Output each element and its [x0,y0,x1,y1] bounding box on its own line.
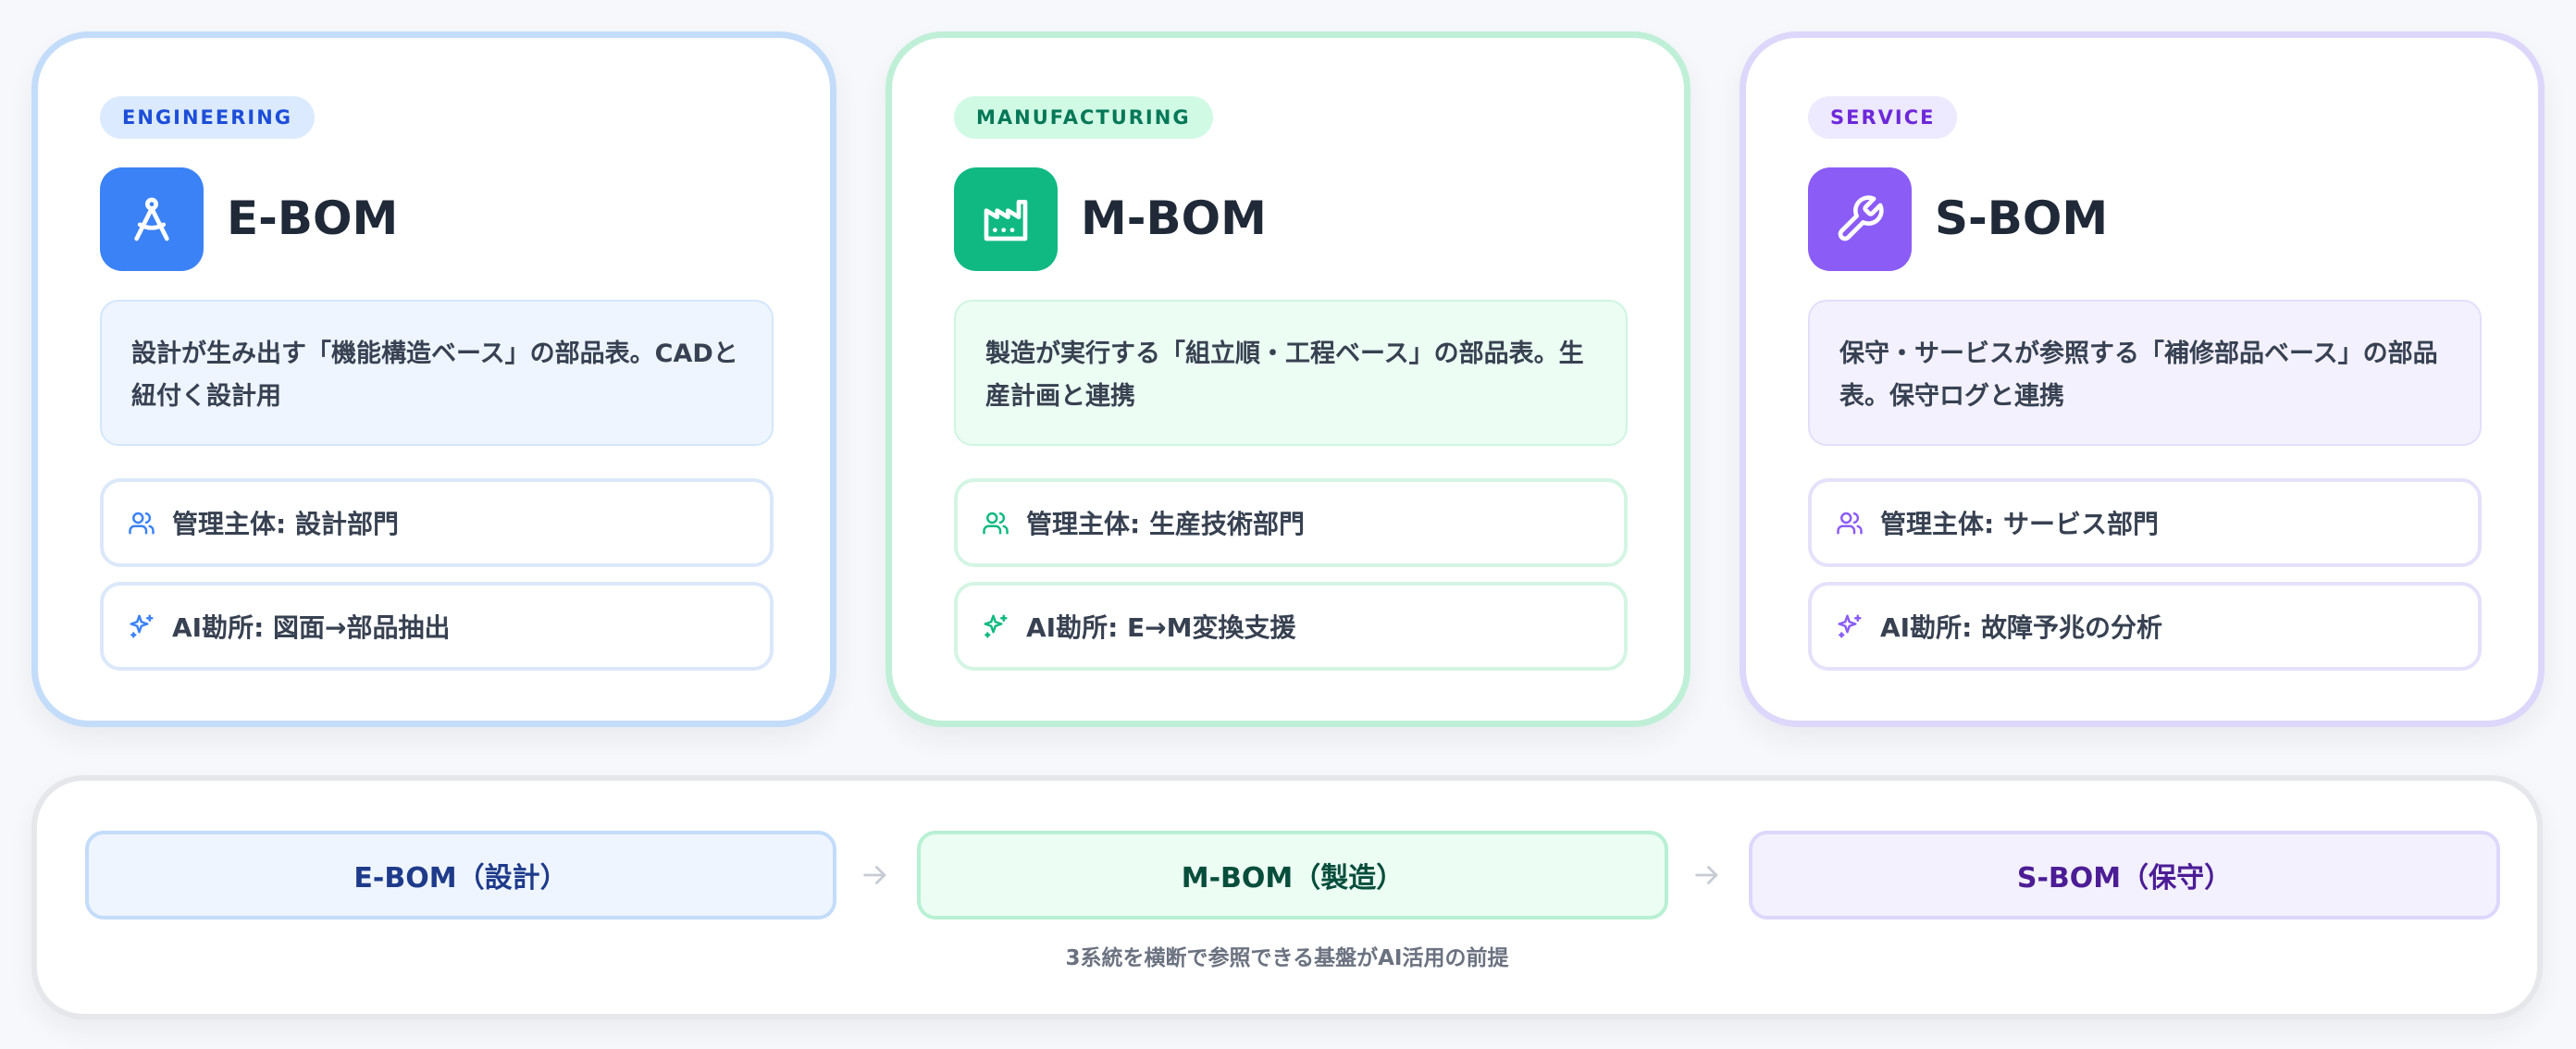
card-title: M-BOM [1081,191,1267,245]
arrow-right-icon [1689,858,1726,892]
flow-note: 3系統を横断で参照できる基盤がAI活用の前提 [1065,946,1509,970]
owner-row: 管理主体: 設計部門 [100,478,774,567]
ai-label: AI勘所: E→M変換支援 [1026,612,1296,643]
ebom-card: ENGINEERING E-BOM 設計が生み出す「機能構造ベース」の部品表。C… [31,31,836,727]
arrow-right-icon [857,858,894,892]
users-icon [982,509,1009,537]
engineering-badge: ENGINEERING [100,96,316,139]
wrench-icon [1808,167,1912,271]
owner-row: 管理主体: サービス部門 [1808,478,2482,567]
owner-row: 管理主体: 生産技術部門 [954,478,1628,567]
flow-stage-ebom: E-BOM（設計） [85,831,836,919]
factory-icon [954,167,1058,271]
sbom-card: SERVICE S-BOM 保守・サービスが参照する「補修部品ベース」の部品表。… [1740,31,2545,727]
ai-label: AI勘所: 図面→部品抽出 [172,612,451,643]
owner-label: 管理主体: 生産技術部門 [1026,509,1305,539]
manufacturing-badge: MANUFACTURING [954,96,1213,139]
ai-row: AI勘所: 故障予兆の分析 [1808,582,2482,671]
owner-label: 管理主体: サービス部門 [1880,509,2159,539]
service-badge: SERVICE [1808,96,1958,139]
users-icon [128,509,155,537]
card-title: E-BOM [227,191,399,245]
sparkles-icon [982,612,1009,640]
bom-flow-panel: E-BOM（設計） M-BOM（製造） S-BOM（保守） 3系統を横断で参照で… [31,775,2543,1019]
card-description: 設計が生み出す「機能構造ベース」の部品表。CADと紐付く設計用 [100,300,774,446]
sparkles-icon [1836,612,1864,640]
owner-label: 管理主体: 設計部門 [172,509,399,539]
card-description: 製造が実行する「組立順・工程ベース」の部品表。生産計画と連携 [954,300,1628,446]
mbom-card: MANUFACTURING M-BOM 製造が実行する「組立順・工程ベース」の部… [886,31,1690,727]
users-icon [1836,509,1864,537]
compass-icon [100,167,204,271]
sparkles-icon [128,612,155,640]
flow-stage-mbom: M-BOM（製造） [917,831,1668,919]
ai-row: AI勘所: E→M変換支援 [954,582,1628,671]
card-description: 保守・サービスが参照する「補修部品ベース」の部品表。保守ログと連携 [1808,300,2482,446]
ai-label: AI勘所: 故障予兆の分析 [1880,612,2163,643]
card-title: S-BOM [1935,191,2109,245]
flow-stage-sbom: S-BOM（保守） [1749,831,2500,919]
ai-row: AI勘所: 図面→部品抽出 [100,582,774,671]
